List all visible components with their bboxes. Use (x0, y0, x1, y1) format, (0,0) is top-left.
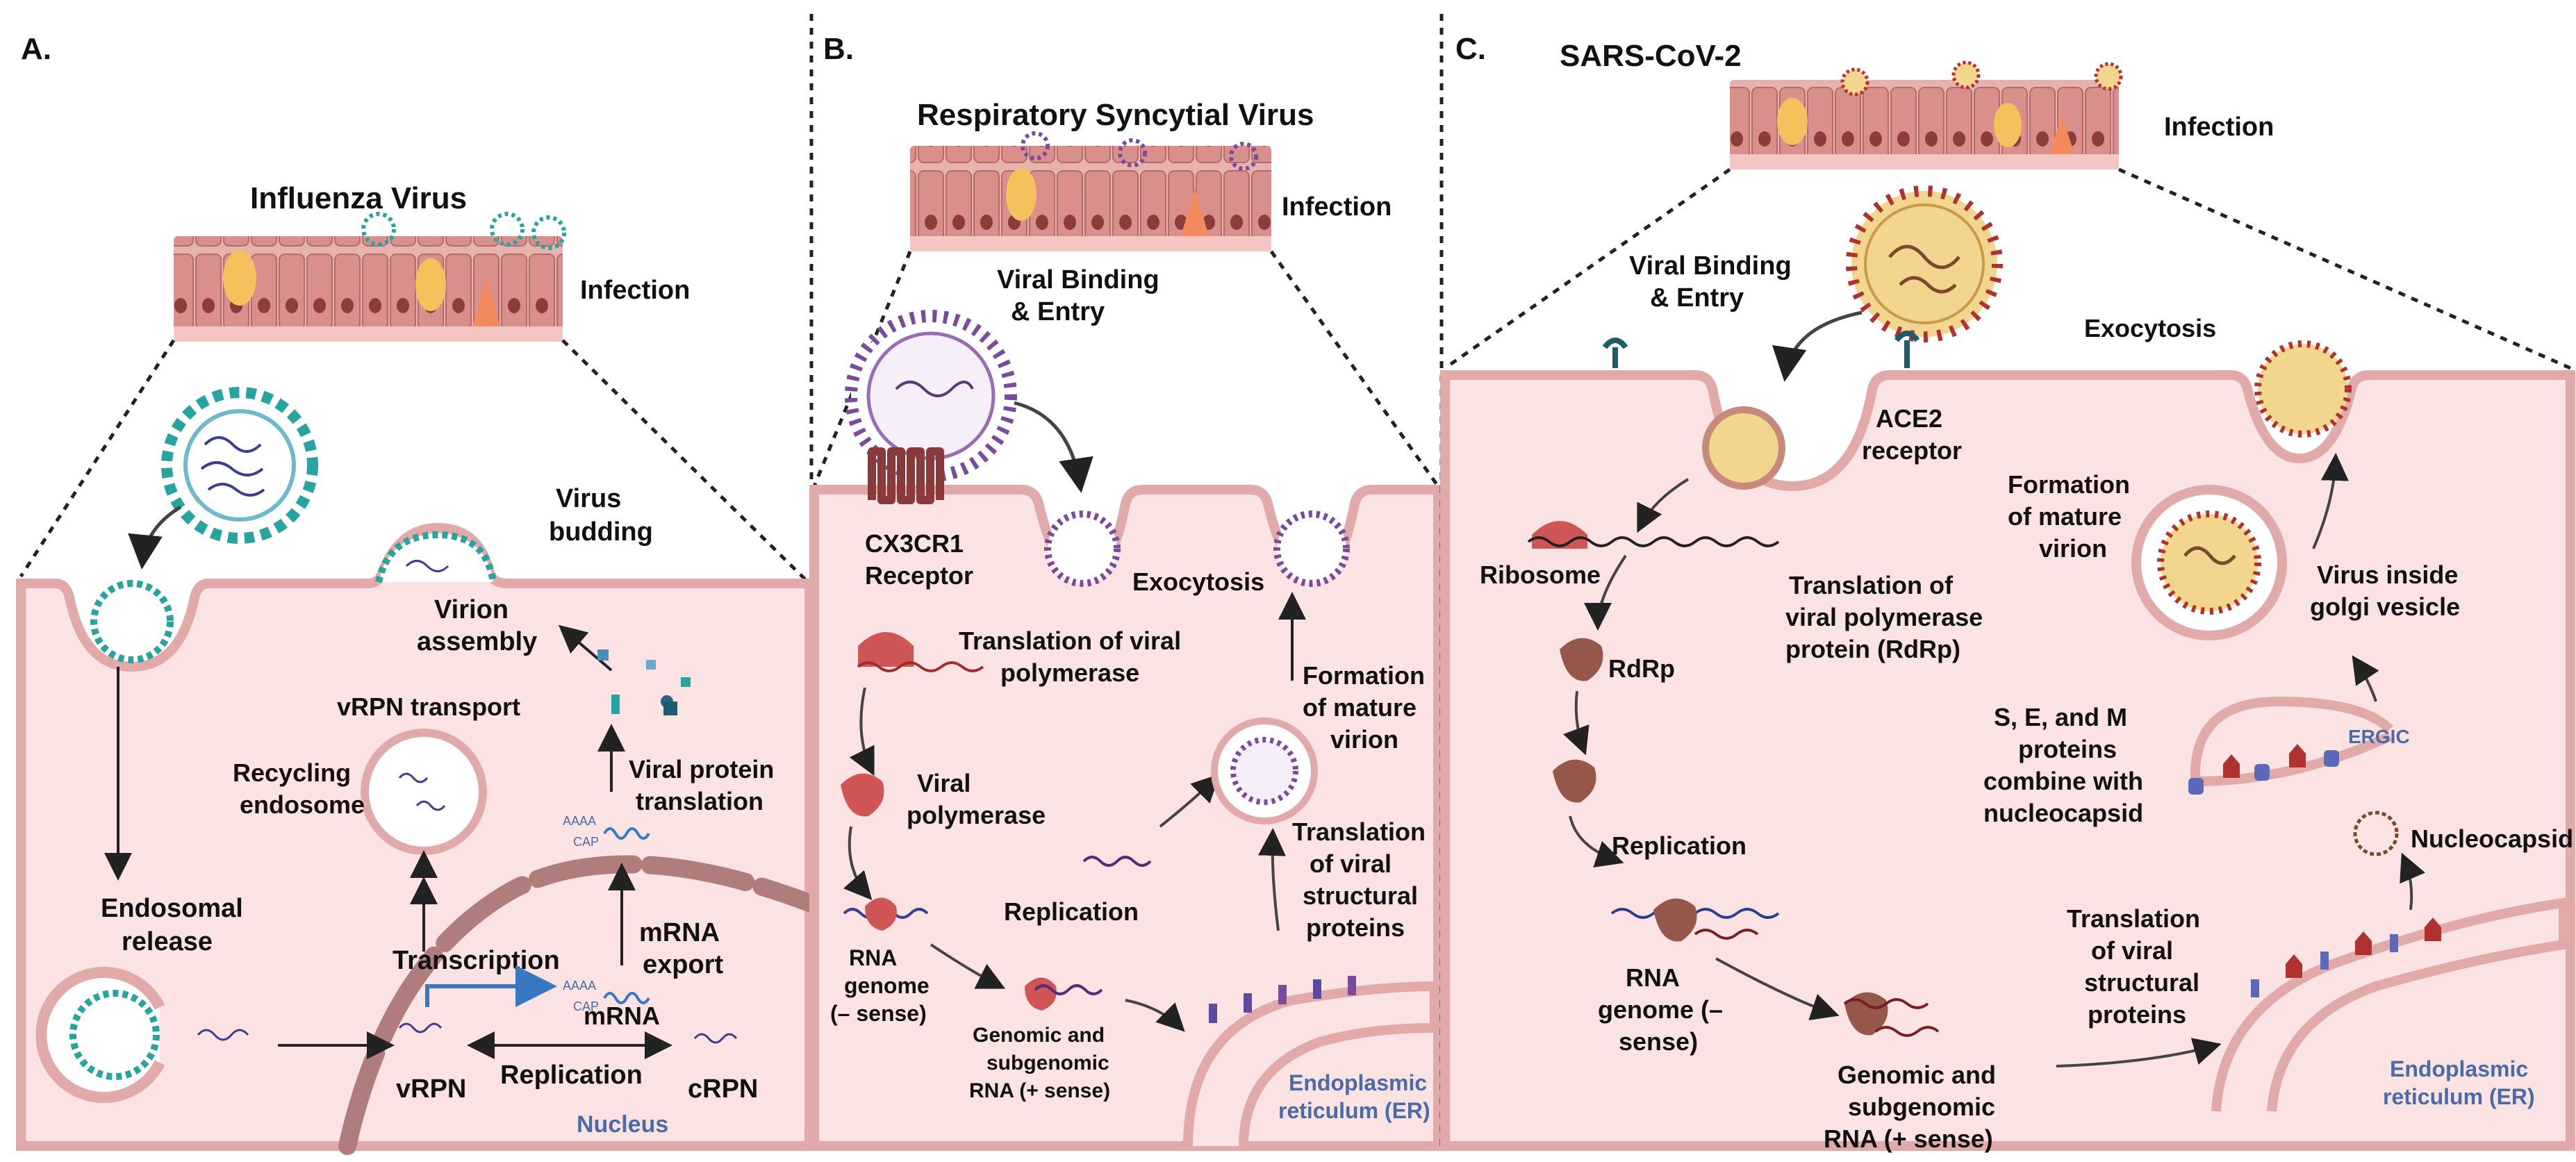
rsv-virion-large (845, 310, 1017, 482)
panel-c-infection-label: Infection (2164, 113, 2274, 142)
recycling-endosome (361, 729, 487, 855)
sars-exiting-virion (2254, 340, 2352, 438)
influenza-virion-icon (490, 212, 525, 247)
rsv-entering-virion (1044, 511, 1121, 587)
transcription-label: Transcription (393, 946, 560, 975)
panel-a-title: Influenza Virus (250, 181, 467, 215)
rsv-binding-entry-label: Viral Binding& Entry (997, 265, 1159, 326)
tissue-strip-b (910, 131, 1271, 251)
panel-b-title: Respiratory Syncytial Virus (917, 98, 1314, 132)
rsv-endoplasmic-reticulum (1183, 981, 1439, 1147)
ribosome-icon (858, 632, 914, 667)
rsv-er-proteins (1209, 976, 1356, 1023)
budding-virion (375, 531, 497, 583)
sars-exocytosis-label: Exocytosis (2084, 314, 2216, 342)
nucleus-label: Nucleus (577, 1111, 668, 1138)
viral-polymerase-icon (841, 773, 884, 817)
rsv-exocytosis-label: Exocytosis (1132, 567, 1264, 596)
ace2-receptor-icon-left (1602, 338, 1628, 368)
viral-protein-fragments (597, 649, 691, 715)
cap-label-1: CAP (573, 835, 599, 849)
mrna-label: mRNA (584, 1002, 660, 1030)
replication-label: Replication (500, 1061, 643, 1090)
tissue-strip-a (174, 212, 566, 342)
panel-a-infection-label: Infection (580, 276, 690, 305)
rsv-replication-label: Replication (1004, 897, 1139, 926)
ergic-proteins (2188, 744, 2339, 795)
nucleocapsid-icon (2353, 811, 2399, 856)
panel-a-letter: A. (21, 32, 51, 66)
rdrp-label: RdRp (1608, 654, 1675, 683)
panel-b-infection-label: Infection (1282, 192, 1392, 222)
vrpn-label: vRPN (396, 1074, 466, 1104)
cap-label-2: CAP (573, 999, 599, 1013)
sars-entering-virion (1702, 406, 1785, 490)
cx3cr1-receptor-icon (868, 447, 944, 504)
aaaa-label-1: AAAA (563, 814, 596, 828)
ergic-label: ERGIC (2348, 726, 2410, 747)
panel-b-letter: B. (823, 32, 854, 66)
ergic-compartment (2190, 696, 2393, 782)
panel-b: B. Respiratory Syncytial Virus Infection… (809, 32, 1443, 1151)
endosome-virion (90, 580, 174, 663)
nucleocapsid-label: Nucleocapsid (2411, 824, 2573, 853)
sars-er-proteins (2251, 918, 2441, 997)
sars-ribosome-label: Ribosome (1480, 561, 1601, 589)
panel-c-title: SARS-CoV-2 (1560, 39, 1742, 73)
panel-c: C. SARS-CoV-2 Infection Viral Binding& E… (1440, 32, 2575, 1153)
rdrp-icon (1560, 638, 1603, 681)
influenza-virion-large (161, 387, 318, 544)
sars-virion-large (1846, 185, 2003, 342)
ace2-receptor-icon (1894, 331, 1920, 368)
vrpn-transport-label: vRPN transport (337, 692, 520, 721)
sars-endoplasmic-reticulum (2211, 897, 2568, 1112)
aaaa-label-2: AAAA (563, 979, 596, 993)
tissue-strip-c (1730, 60, 2123, 169)
panel-c-letter: C. (1455, 32, 1486, 66)
sars-replication-label: Replication (1612, 831, 1747, 860)
panel-a: A. Influenza Virus Infection (16, 32, 818, 1155)
crpn-label: cRPN (688, 1074, 758, 1104)
influenza-virion-icon (531, 215, 566, 250)
sars-ribosome-icon (1532, 521, 1587, 549)
sars-binding-entry-label: Viral Binding& Entry (1629, 251, 1792, 313)
influenza-virion-icon (361, 212, 396, 247)
rsv-exiting-virion (1273, 511, 1350, 587)
